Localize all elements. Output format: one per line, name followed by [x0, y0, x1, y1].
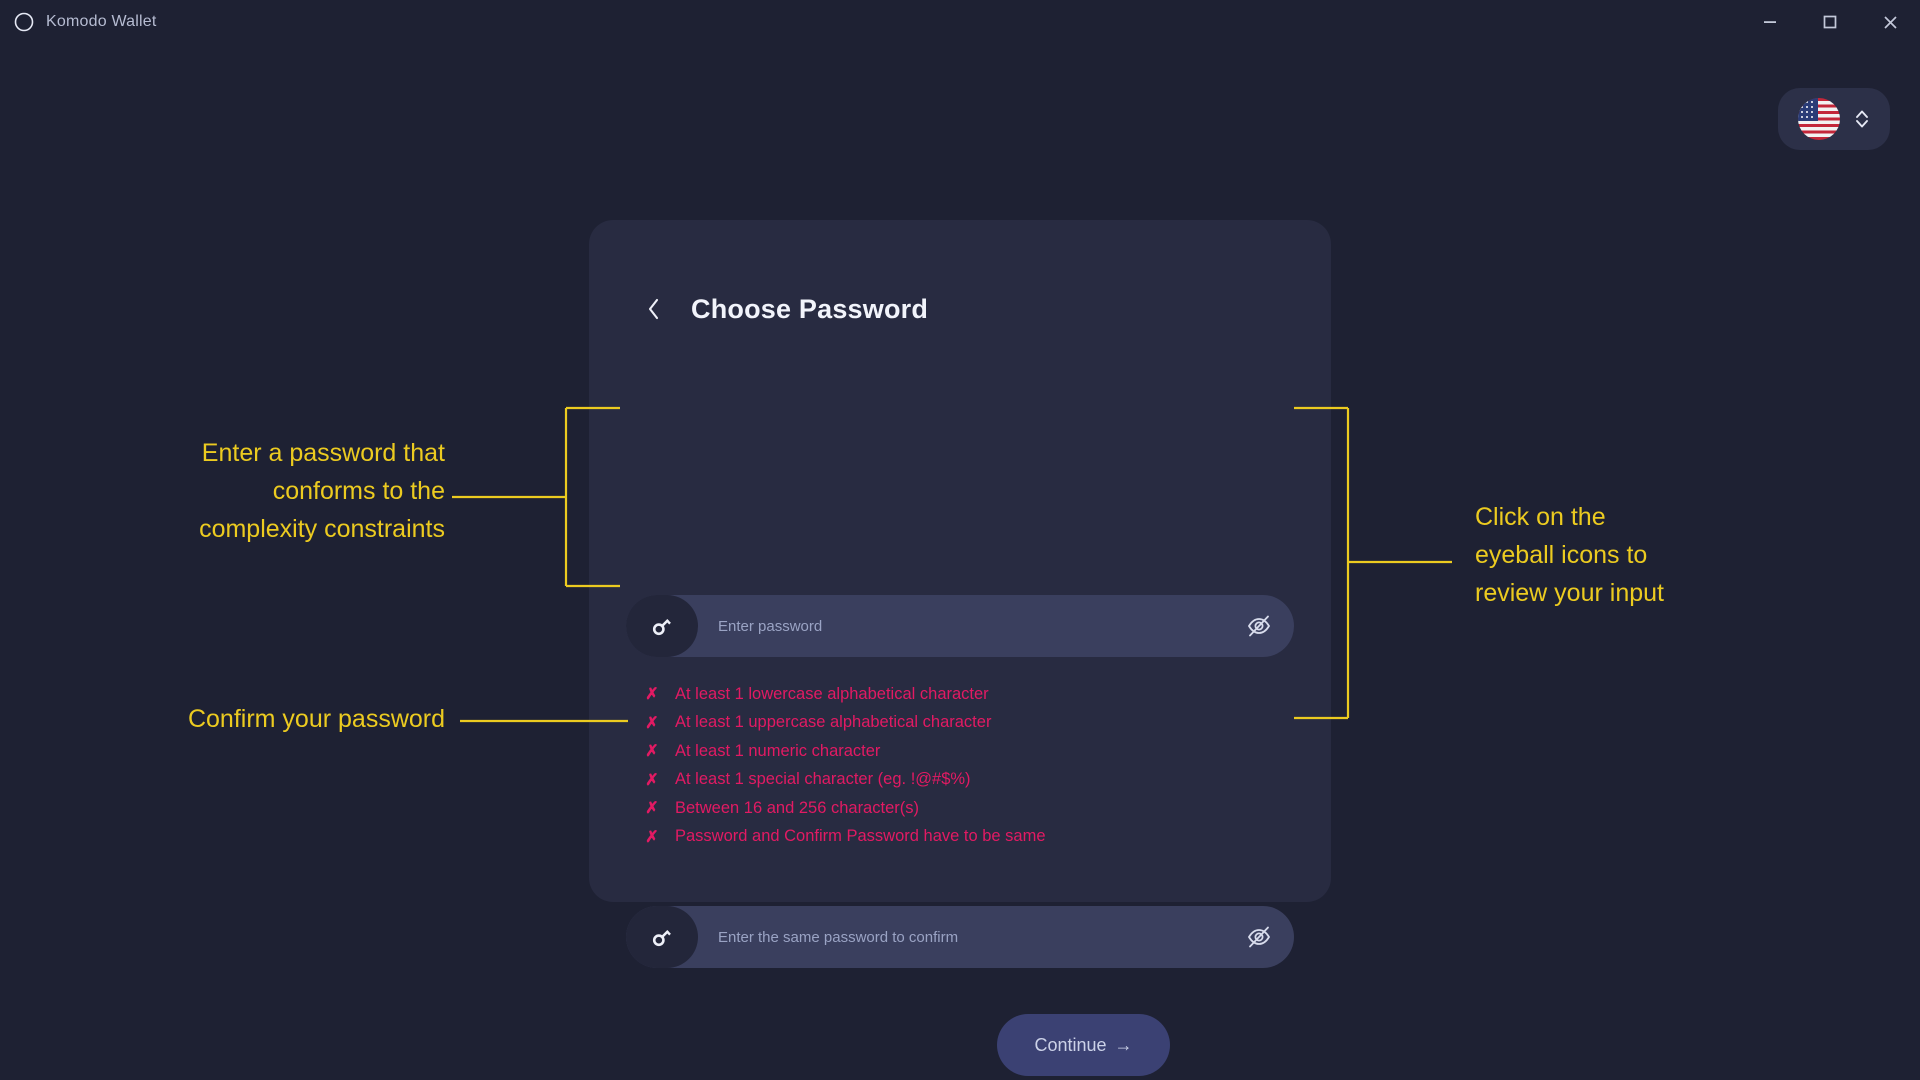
chevron-left-icon[interactable] [645, 292, 663, 326]
eye-off-icon[interactable] [1224, 595, 1294, 657]
rule-fail-icon: ✗ [645, 686, 659, 704]
key-icon [626, 906, 698, 968]
rule-item: ✗ Between 16 and 256 character(s) [645, 794, 1265, 823]
password-field[interactable] [626, 595, 1294, 657]
rule-item: ✗ At least 1 lowercase alphabetical char… [645, 680, 1265, 709]
rule-item: ✗ At least 1 numeric character [645, 737, 1265, 766]
eye-off-icon[interactable] [1224, 906, 1294, 968]
close-icon[interactable] [1860, 0, 1920, 44]
rule-fail-icon: ✗ [645, 771, 659, 789]
app-title: Komodo Wallet [46, 13, 157, 30]
password-input[interactable] [698, 595, 1224, 657]
annotation-confirm-password: Confirm your password [187, 705, 445, 733]
page-title: Choose Password [691, 293, 929, 324]
annotation-password-complexity: Enter a password that conforms to the co… [199, 439, 445, 543]
rule-fail-icon: ✗ [645, 714, 659, 732]
rule-label: Password and Confirm Password have to be… [675, 827, 1046, 846]
card-header: Choose Password [645, 292, 928, 326]
rule-label: At least 1 numeric character [675, 741, 881, 760]
rule-fail-icon: ✗ [645, 743, 659, 761]
arrow-right-icon: → [1114, 1034, 1133, 1055]
language-selector[interactable] [1778, 88, 1890, 150]
rule-fail-icon: ✗ [645, 828, 659, 846]
rule-label: At least 1 lowercase alphabetical charac… [675, 684, 989, 703]
chevron-up-down-icon [1854, 107, 1870, 131]
confirm-password-field[interactable] [626, 906, 1294, 968]
rule-item: ✗ At least 1 special character (eg. !@#$… [645, 766, 1265, 795]
us-flag-icon [1798, 98, 1840, 140]
maximize-icon[interactable] [1800, 0, 1860, 44]
choose-password-card: Choose Password [589, 220, 1331, 1076]
key-icon [626, 595, 698, 657]
confirm-password-input[interactable] [698, 906, 1224, 968]
continue-button-label: Continue [1034, 1034, 1107, 1055]
password-rules-list: ✗ At least 1 lowercase alphabetical char… [645, 680, 1265, 851]
rule-item: ✗ At least 1 uppercase alphabetical char… [645, 709, 1265, 738]
title-bar: Komodo Wallet [0, 0, 1920, 44]
rule-label: At least 1 uppercase alphabetical charac… [675, 713, 992, 732]
window-controls [1740, 0, 1920, 44]
annotation-eyeball-icons: Click on the eyeball icons to review you… [1475, 503, 1664, 607]
komodo-logo-icon [14, 12, 34, 32]
rule-item: ✗ Password and Confirm Password have to … [645, 823, 1265, 852]
rule-label: At least 1 special character (eg. !@#$%) [675, 770, 971, 789]
rule-fail-icon: ✗ [645, 800, 659, 818]
minimize-icon[interactable] [1740, 0, 1800, 44]
continue-button[interactable]: Continue → [997, 1014, 1170, 1076]
rule-label: Between 16 and 256 character(s) [675, 798, 919, 817]
